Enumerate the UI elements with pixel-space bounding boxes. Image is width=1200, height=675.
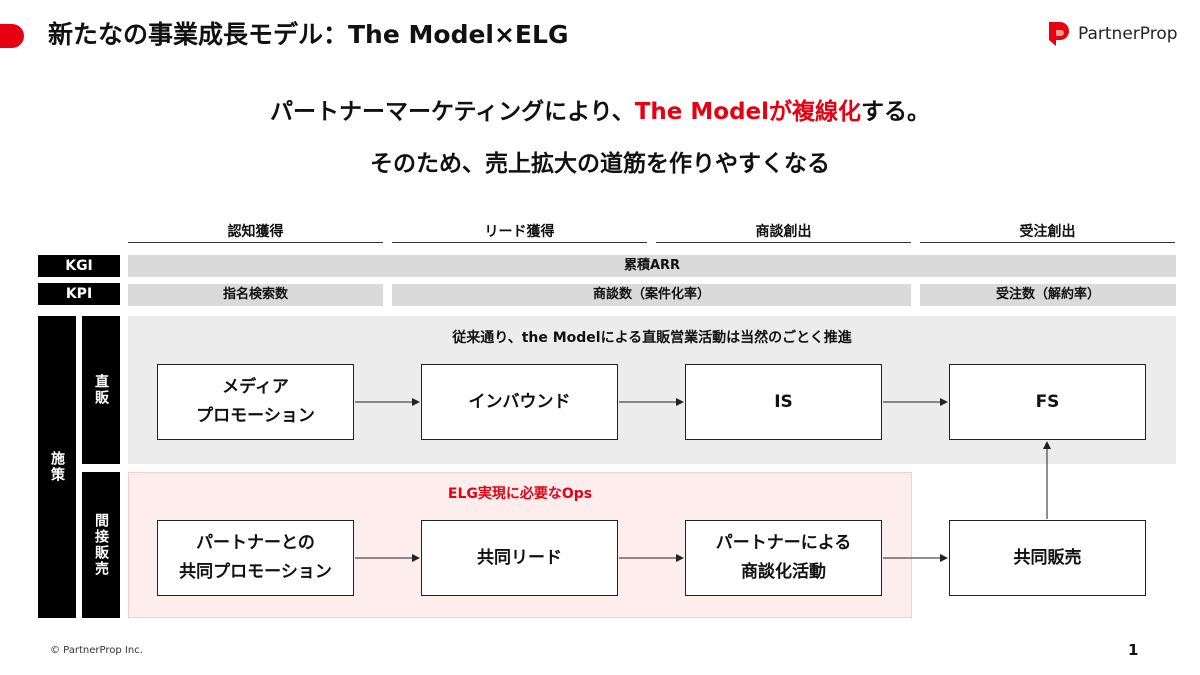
logo-text: PartnerProp [1078, 24, 1178, 44]
slide-header: 新たなの事業成長モデル：The Model×ELG PartnerProp [0, 0, 1200, 71]
page-number: 1 [1128, 641, 1139, 659]
kpi-opportunity: 商談数（案件化率） [392, 284, 911, 306]
box-joint-sales: 共同販売 [949, 520, 1146, 596]
headline-line-1: パートナーマーケティングにより、The Modelが複線化する。 [0, 95, 1200, 129]
brand-logo: PartnerProp [1046, 20, 1178, 48]
box-media-promotion: メディア プロモーション [157, 364, 354, 440]
box-joint-promotion: パートナーとの 共同プロモーション [157, 520, 354, 596]
direct-sales-text: 直販 [93, 374, 109, 406]
box-inbound: インバウンド [421, 364, 618, 440]
headline-text-1b: する。 [861, 99, 931, 125]
box-joint-lead: 共同リード [421, 520, 618, 596]
stage-divider [920, 242, 1175, 243]
stage-divider [656, 242, 911, 243]
kpi-label: KPI [38, 283, 120, 305]
headline-highlight: The Modelが複線化 [634, 99, 862, 125]
page-title: 新たなの事業成長モデル：The Model×ELG [48, 20, 569, 49]
kpi-order: 受注数（解約率） [920, 284, 1176, 306]
direct-panel-caption: 従来通り、the Modelによる直販営業活動は当然のごとく推進 [452, 330, 852, 346]
accent-tab [0, 24, 24, 48]
stage-divider [392, 242, 647, 243]
stage-awareness: 認知獲得 [227, 224, 284, 240]
kpi-awareness: 指名検索数 [128, 284, 383, 306]
measures-label: 施策 [38, 316, 76, 618]
partnerprop-logo-icon [1049, 22, 1069, 46]
stage-opportunity: 商談創出 [755, 224, 812, 240]
indirect-sales-text: 間接販売 [93, 513, 109, 577]
headline-line-2: そのため、売上拡大の道筋を作りやすくなる [370, 151, 830, 177]
measures-text: 施策 [49, 451, 65, 483]
box-is: IS [685, 364, 882, 440]
box-partner-deal: パートナーによる 商談化活動 [685, 520, 882, 596]
stage-divider [128, 242, 383, 243]
direct-sales-label: 直販 [82, 316, 120, 464]
elg-panel-caption: ELG実現に必要なOps [447, 486, 593, 502]
stage-lead: リード獲得 [484, 224, 555, 240]
copyright: © PartnerProp Inc. [50, 645, 143, 656]
indirect-sales-label: 間接販売 [82, 472, 120, 618]
headline-text-1a: パートナーマーケティングにより、 [269, 99, 635, 125]
kgi-label: KGI [38, 255, 120, 277]
kgi-value: 累積ARR [128, 255, 1176, 277]
box-fs: FS [949, 364, 1146, 440]
stage-order: 受注創出 [1019, 224, 1076, 240]
